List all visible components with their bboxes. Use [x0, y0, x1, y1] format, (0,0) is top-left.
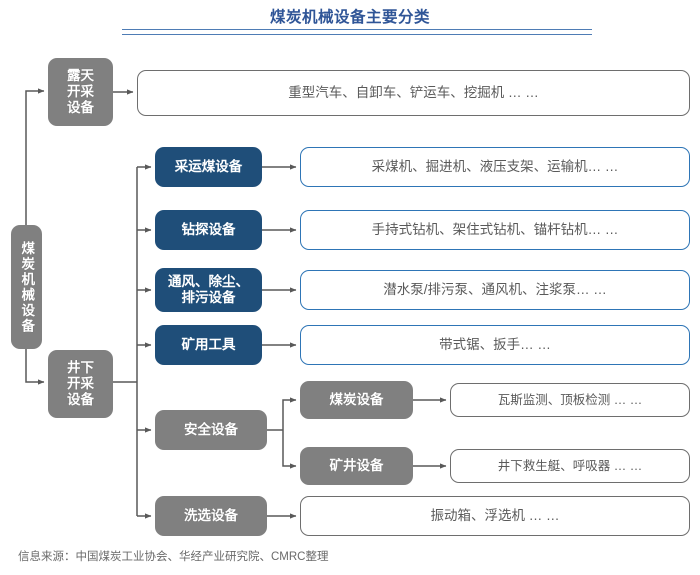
node-label: 洗选设备	[184, 508, 238, 524]
detail-coal-mining-transport-equipment[interactable]: 采煤机、掘进机、液压支架、运输机… …	[300, 147, 690, 187]
detail-label: 手持式钻机、架住式钻机、锚杆钻机… …	[371, 222, 619, 238]
detail-label: 重型汽车、自卸车、铲运车、挖掘机 … …	[288, 85, 539, 101]
node-surface-mining-equipment[interactable]: 露天开采设备	[48, 58, 113, 126]
node-safety-equipment[interactable]: 安全设备	[155, 410, 267, 450]
node-washing-separation-equipment[interactable]: 洗选设备	[155, 496, 267, 536]
node-label: 安全设备	[184, 422, 238, 438]
detail-surface-equipment[interactable]: 重型汽车、自卸车、铲运车、挖掘机 … …	[137, 70, 690, 116]
detail-drilling-equipment[interactable]: 手持式钻机、架住式钻机、锚杆钻机… …	[300, 210, 690, 250]
node-label: 井下开采设备	[67, 360, 94, 407]
node-root-coal-machinery[interactable]: 煤炭机械设备	[11, 225, 42, 349]
node-label: 钻探设备	[181, 222, 236, 238]
detail-coal-equipment[interactable]: 瓦斯监测、顶板检测 … …	[450, 383, 690, 417]
node-label: 煤炭机械设备	[19, 240, 35, 334]
node-label: 采运煤设备	[174, 159, 243, 175]
node-label: 露天开采设备	[67, 68, 94, 115]
node-label-line1: 通风、除尘、	[168, 274, 249, 290]
detail-label: 潜水泵/排污泵、通风机、注浆泵… …	[383, 282, 607, 298]
detail-washing-separation-equipment[interactable]: 振动箱、浮选机 … …	[300, 496, 690, 536]
detail-label: 采煤机、掘进机、液压支架、运输机… …	[371, 159, 619, 175]
node-mining-tools[interactable]: 矿用工具	[155, 325, 262, 365]
node-label: 煤炭设备	[329, 392, 384, 408]
node-ventilation-dust-drainage-equipment[interactable]: 通风、除尘、 排污设备	[155, 268, 262, 312]
detail-mining-tools[interactable]: 带式锯、扳手… …	[300, 325, 690, 365]
node-coal-mining-transport-equipment[interactable]: 采运煤设备	[155, 147, 262, 187]
detail-ventilation-dust-drainage-equipment[interactable]: 潜水泵/排污泵、通风机、注浆泵… …	[300, 270, 690, 310]
node-label: 矿井设备	[329, 458, 384, 474]
detail-label: 井下救生艇、呼吸器 … …	[497, 458, 643, 473]
detail-label: 瓦斯监测、顶板检测 … …	[497, 392, 643, 407]
node-label: 通风、除尘、 排污设备	[168, 274, 249, 306]
title-underline	[122, 29, 592, 35]
page-title: 煤炭机械设备主要分类	[269, 9, 430, 26]
node-drilling-equipment[interactable]: 钻探设备	[155, 210, 262, 250]
node-mine-shaft-equipment[interactable]: 矿井设备	[300, 447, 413, 485]
node-underground-mining-equipment[interactable]: 井下开采设备	[48, 350, 113, 418]
node-label-line2: 排污设备	[181, 290, 236, 305]
detail-mine-shaft-equipment[interactable]: 井下救生艇、呼吸器 … …	[450, 449, 690, 483]
node-coal-equipment[interactable]: 煤炭设备	[300, 381, 413, 419]
node-label: 矿用工具	[181, 337, 236, 353]
detail-label: 带式锯、扳手… …	[439, 337, 551, 353]
source-note: 信息来源：中国煤炭工业协会、华经产业研究院、CMRC整理	[18, 551, 329, 563]
detail-label: 振动箱、浮选机 … …	[430, 508, 560, 524]
